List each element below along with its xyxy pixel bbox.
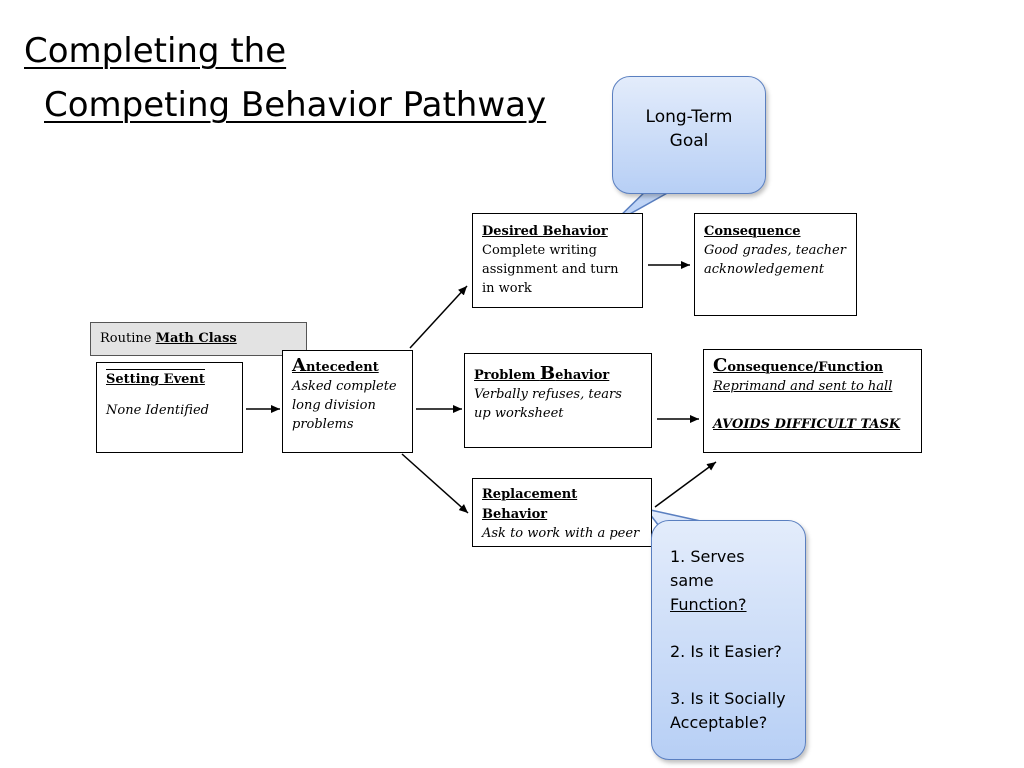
long-term-goal-line-1: Long-Term: [645, 107, 733, 127]
desired-behavior-box: Desired Behavior Complete writing assign…: [472, 213, 643, 308]
replacement-behavior-text: Ask to work with a peer: [482, 526, 640, 541]
criteria-item-3-line-1: 3. Is it Socially: [670, 689, 786, 708]
setting-event-text: None Identified: [106, 403, 209, 418]
routine-label: Routine: [100, 331, 156, 346]
criteria-item-2: 2. Is it Easier?: [670, 642, 782, 661]
setting-event-box: Setting Event None Identified: [96, 362, 243, 453]
antecedent-text: Asked complete long division problems: [292, 379, 397, 432]
replacement-behavior-heading-line-1: Replacement: [482, 487, 578, 502]
criteria-item-1-line-1: 1. Serves: [670, 547, 745, 566]
problem-behavior-box: Problem Behavior Verbally refuses, tears…: [464, 353, 652, 448]
replacement-behavior-box: Replacement Behavior Ask to work with a …: [472, 478, 652, 547]
antecedent-heading-initial: A: [292, 355, 306, 376]
replacement-behavior-heading-line-2: Behavior: [482, 507, 548, 522]
consequence-function-heading-rest: onsequence/Function: [727, 360, 884, 375]
long-term-goal-callout: Long-Term Goal: [612, 76, 766, 194]
consequence-function-function: AVOIDS DIFFICULT TASK: [713, 417, 901, 432]
routine-value: Math Class: [155, 331, 237, 346]
desired-behavior-text: Complete writing assignment and turn in …: [482, 243, 619, 296]
desired-behavior-heading: Desired Behavior: [482, 224, 608, 239]
desired-consequence-heading: Consequence: [704, 224, 801, 239]
criteria-item-1-line-2: same: [670, 571, 714, 590]
antecedent-heading-rest: ntecedent: [305, 360, 379, 375]
arrow-antecedent-to-desired: [409, 285, 468, 349]
problem-behavior-heading-part-2: ehavior: [555, 368, 610, 383]
page-title-line-1: Completing the: [24, 31, 287, 71]
problem-behavior-text: Verbally refuses, tears up worksheet: [474, 387, 622, 421]
criteria-item-1-line-3: Function?: [670, 595, 747, 614]
routine-box: Routine Math Class: [90, 322, 307, 356]
antecedent-heading: Antecedent: [292, 356, 403, 377]
antecedent-box: Antecedent Asked complete long division …: [282, 350, 413, 453]
problem-behavior-heading-initial: B: [539, 363, 556, 384]
consequence-function-heading: Consequence/Function: [713, 356, 912, 377]
consequence-function-box: Consequence/Function Reprimand and sent …: [703, 349, 922, 453]
problem-behavior-heading-part-1: Problem: [474, 368, 540, 383]
page-title-line-2: Competing Behavior Pathway: [44, 85, 547, 125]
arrow-antecedent-to-replacement: [401, 453, 469, 514]
setting-event-heading: Setting Event: [106, 369, 205, 389]
replacement-criteria-callout: 1. Serves same Function? 2. Is it Easier…: [651, 520, 806, 760]
consequence-function-consequence: Reprimand and sent to hall: [713, 379, 893, 394]
desired-consequence-text: Good grades, teacher acknowledgement: [704, 243, 846, 277]
consequence-function-heading-initial: C: [713, 355, 728, 376]
problem-behavior-heading: Problem Behavior: [474, 364, 642, 385]
arrow-replacement-to-function: [654, 461, 717, 508]
criteria-item-3-line-2: Acceptable?: [670, 713, 768, 732]
long-term-goal-line-2: Goal: [669, 131, 709, 151]
desired-consequence-box: Consequence Good grades, teacher acknowl…: [694, 213, 857, 316]
